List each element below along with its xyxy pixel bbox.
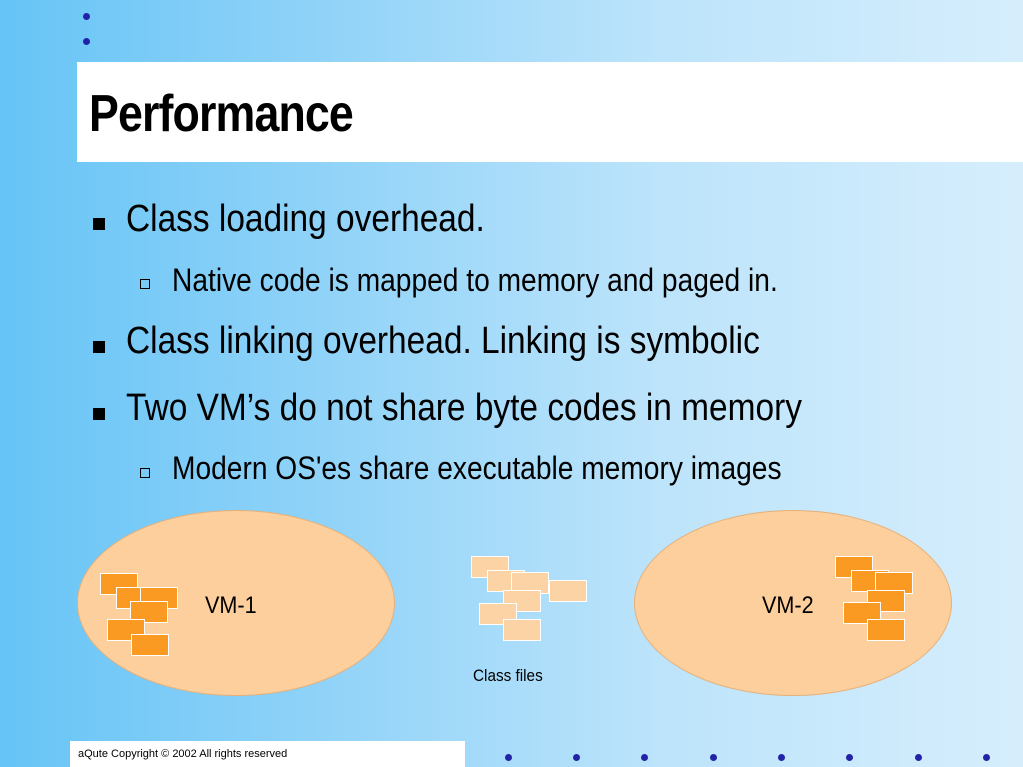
class-files-label: Class files [473, 666, 543, 685]
class-file-box [549, 580, 587, 602]
footer-bar: aQute Copyright © 2002 All rights reserv… [70, 741, 465, 767]
vm2-label: VM-2 [762, 592, 814, 619]
bullet-marker [93, 341, 105, 353]
class-file-box [130, 601, 168, 623]
bullet-class-linking: Class linking overhead. Linking is symbo… [126, 320, 760, 362]
decor-dot-bottom-1 [505, 754, 512, 761]
bullet-marker [93, 218, 105, 230]
vm1-label: VM-1 [205, 592, 257, 619]
sub-bullet-native-code: Native code is mapped to memory and page… [172, 262, 778, 298]
sub-bullet-modern-os: Modern OS'es share executable memory ima… [172, 450, 782, 486]
footer-copyright: aQute Copyright © 2002 All rights reserv… [78, 748, 288, 760]
decor-dot-bottom-8 [983, 754, 990, 761]
decor-dot-bottom-3 [641, 754, 648, 761]
decor-dot-top-1 [83, 13, 90, 20]
decor-dot-top-2 [83, 38, 90, 45]
decor-dot-bottom-5 [778, 754, 785, 761]
class-file-box [131, 634, 169, 656]
decor-dot-bottom-7 [915, 754, 922, 761]
title-bar: Performance [77, 62, 1023, 162]
bullet-marker [93, 408, 105, 420]
sub-bullet-marker [140, 279, 150, 289]
class-file-box [867, 619, 905, 641]
decor-dot-bottom-2 [573, 754, 580, 761]
sub-bullet-marker [140, 468, 150, 478]
decor-dot-bottom-4 [710, 754, 717, 761]
bullet-class-loading: Class loading overhead. [126, 198, 485, 240]
slide-title: Performance [89, 85, 354, 143]
bullet-two-vms: Two VM’s do not share byte codes in memo… [126, 387, 802, 429]
class-file-box [843, 602, 881, 624]
decor-dot-bottom-6 [846, 754, 853, 761]
class-file-box [503, 619, 541, 641]
